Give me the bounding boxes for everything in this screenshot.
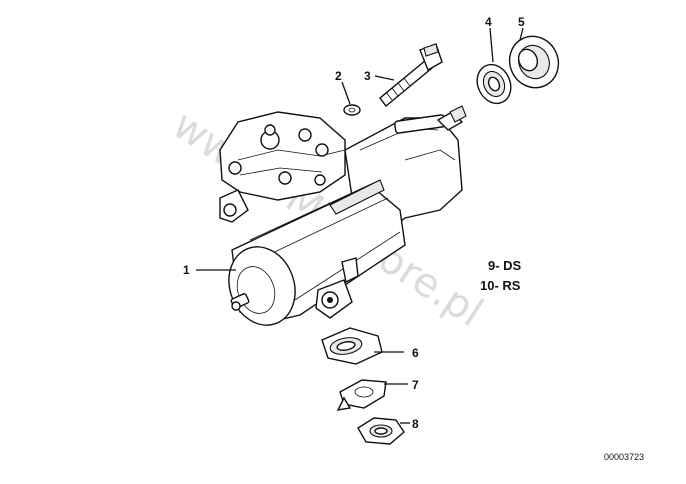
callout-6: 6 [412,346,419,360]
dust-cap [508,35,560,89]
callout-8: 8 [412,417,419,431]
legend-item-ds: 9- DS [488,258,522,273]
leader-lines [196,27,524,424]
lock-plate [336,379,387,411]
callout-5: 5 [518,15,525,29]
callout-3: 3 [364,69,371,83]
legend-item-rs: 10- RS [480,278,521,293]
callout-7: 7 [412,378,419,392]
lock-washer [343,104,361,116]
callout-4: 4 [485,15,492,29]
callout-2: 2 [335,69,342,83]
callout-1: 1 [183,263,190,277]
hex-nut [357,417,405,445]
shaft-seal [476,63,512,105]
sector-shaft-seal [321,327,383,365]
bolt [379,43,443,108]
document-number: 00003723 [604,452,644,462]
steering-gear-housing [219,105,467,326]
